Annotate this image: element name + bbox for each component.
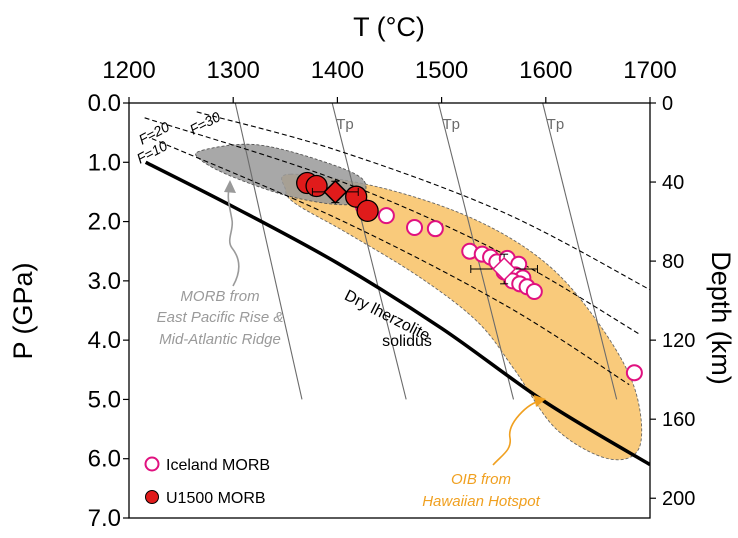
oib-field-label-line1: OIB from xyxy=(451,471,511,488)
points-layer xyxy=(296,171,643,382)
iceland-point xyxy=(525,283,543,301)
y-tick-label: 6.0 xyxy=(88,446,121,473)
legend-u1500-label: U1500 MORB xyxy=(166,490,266,507)
x-tick-label: 1500 xyxy=(415,57,468,84)
melt-fraction-line xyxy=(196,111,650,291)
y-tick-label: 1.0 xyxy=(88,149,121,176)
y2-tick-label: 40 xyxy=(662,172,684,194)
adiabat-label: Tp xyxy=(547,116,565,133)
x-tick-label: 1200 xyxy=(102,57,155,84)
y2-tick-label: 0 xyxy=(662,93,673,115)
y-tick-label: 5.0 xyxy=(88,386,121,413)
y-tick-label: 2.0 xyxy=(88,209,121,236)
oib-annotation-arrow xyxy=(492,395,546,466)
y-tick-label: 4.0 xyxy=(88,327,121,354)
oib-field-label-line2: Hawaiian Hotspot xyxy=(422,493,540,510)
fields-layer xyxy=(195,143,643,461)
y-tick-label: 0.0 xyxy=(88,90,121,117)
legend: Iceland MORB U1500 MORB xyxy=(144,456,270,507)
melt-fraction-line xyxy=(144,117,640,335)
morb-field-label-line2: East Pacific Rise & xyxy=(157,309,284,326)
legend-u1500-marker xyxy=(145,490,159,504)
plot-frame xyxy=(128,102,651,519)
adiabat-label: Tp xyxy=(336,116,354,133)
x-tick-label: 1600 xyxy=(519,57,572,84)
oib-field xyxy=(281,173,643,461)
melt-fraction-label: F=30 xyxy=(187,108,223,137)
adiabat-label: Tp xyxy=(442,116,460,133)
y-axis-title: P (GPa) xyxy=(8,262,38,359)
morb-field-label-line1: MORB from xyxy=(180,288,259,305)
x-axis-title: T (°C) xyxy=(353,12,425,42)
morb-annotation-arrow xyxy=(224,180,240,287)
morb-field-label-line3: Mid-Atlantic Ridge xyxy=(159,331,281,348)
y2-tick-label: 160 xyxy=(662,409,695,431)
u1500-point xyxy=(305,174,328,198)
solidus-label-line2: solidus xyxy=(382,333,432,350)
y2-tick-label: 200 xyxy=(662,488,695,510)
x-tick-label: 1700 xyxy=(623,57,676,84)
iceland-point xyxy=(625,364,643,382)
u1500-average-diamond xyxy=(323,179,348,204)
iceland-average-diamond xyxy=(492,256,517,282)
melt-fraction-line xyxy=(151,138,630,386)
y-tick-label: 3.0 xyxy=(88,268,121,295)
y2-tick-label: 120 xyxy=(662,330,695,352)
y2-axis-title: Depth (km) xyxy=(706,251,736,385)
legend-iceland-marker xyxy=(144,456,160,472)
iceland-point xyxy=(377,207,395,225)
solidus-line xyxy=(144,160,650,467)
x-tick-label: 1300 xyxy=(207,57,260,84)
x-tick-label: 1400 xyxy=(311,57,364,84)
iceland-point xyxy=(426,220,444,238)
u1500-point xyxy=(356,199,379,223)
adiabat-line xyxy=(234,103,303,400)
solidus-layer xyxy=(144,160,650,467)
legend-iceland-label: Iceland MORB xyxy=(166,457,270,474)
y-tick-label: 7.0 xyxy=(88,505,121,532)
y2-tick-label: 80 xyxy=(662,251,684,273)
iceland-point xyxy=(406,219,424,236)
